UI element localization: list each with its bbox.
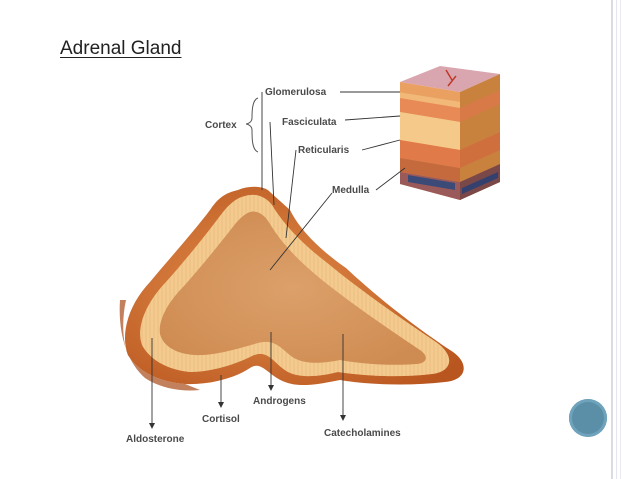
label-glomerulosa: Glomerulosa: [265, 87, 327, 98]
slide-nav-circle-button[interactable]: [569, 399, 607, 437]
gland-medulla: [159, 211, 426, 365]
slide-border-line: [616, 0, 617, 479]
leader-lines: [151, 91, 406, 425]
label-cortex: Cortex: [205, 120, 237, 131]
fasciculata-leader-line: [269, 121, 275, 206]
medulla-leader-line: [269, 192, 333, 271]
reticularis-leader-line: [285, 149, 297, 239]
androgens-arrowhead: [268, 385, 274, 391]
fasciculata-leader-line-right: [344, 115, 401, 121]
label-catecholamines: Catecholamines: [324, 428, 401, 439]
cortex-brace: [245, 97, 259, 153]
aldosterone-arrowhead: [149, 423, 155, 429]
label-cortisol: Cortisol: [202, 414, 240, 425]
slide-title: Adrenal Gland: [60, 38, 182, 59]
label-aldosterone: Aldosterone: [126, 434, 185, 445]
label-reticularis: Reticularis: [298, 145, 350, 156]
slide-border-line: [611, 0, 613, 479]
label-medulla: Medulla: [332, 185, 370, 196]
reticularis-leader-line-right: [361, 139, 401, 151]
label-androgens: Androgens: [253, 396, 306, 407]
cortex-cross-section-block: [400, 66, 500, 200]
arrowheads: [149, 385, 346, 429]
slide-border-line: [620, 0, 621, 479]
catecholamines-arrowhead: [340, 415, 346, 421]
label-fasciculata: Fasciculata: [282, 117, 337, 128]
cortisol-arrowhead: [218, 402, 224, 408]
medulla-leader-line-right: [375, 167, 406, 191]
